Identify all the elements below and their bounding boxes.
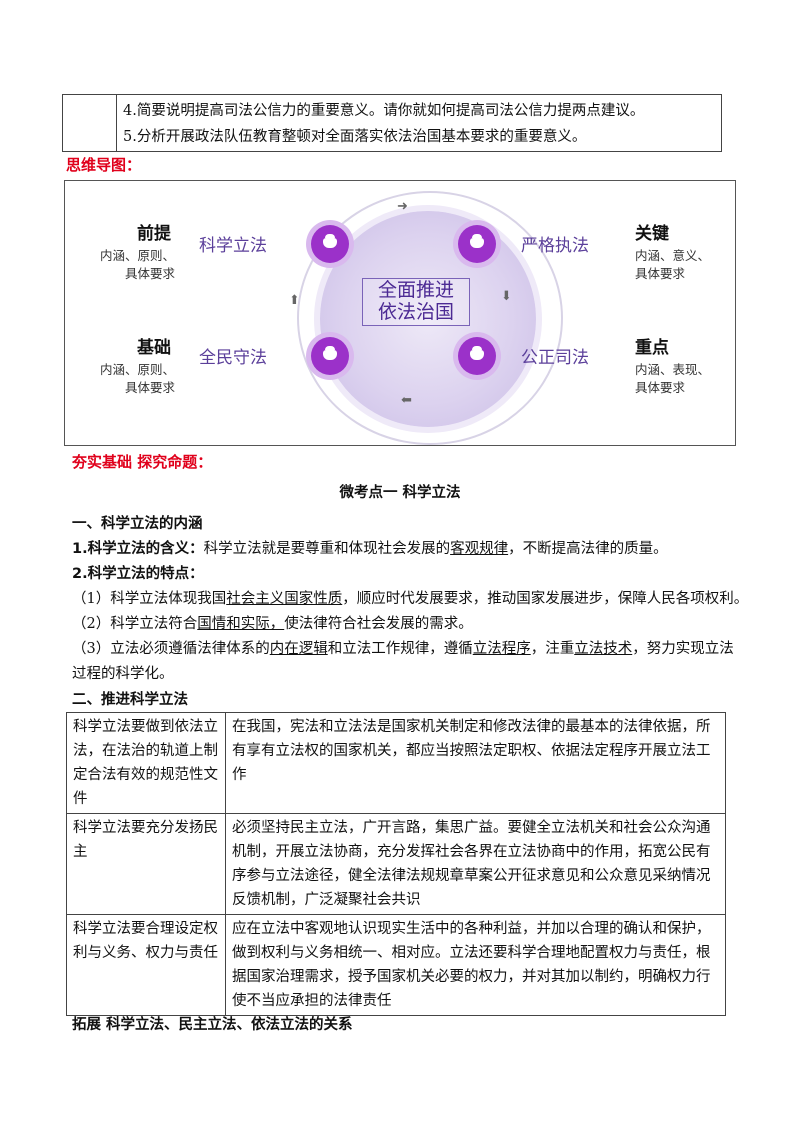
- task-item-4: 4.简要说明提高司法公信力的重要意义。请你就如何提高司法公信力提两点建议。: [123, 103, 645, 119]
- task-table-left-cell: [63, 95, 117, 151]
- arrow-down-icon: ⬇: [501, 289, 512, 304]
- arrow-right-icon: ➜: [397, 199, 408, 214]
- table-cell-left: 科学立法要合理设定权利与义务、权力与责任: [66, 914, 226, 1016]
- legislation-table: 科学立法要做到依法立法，在法治的轨道上制定合法有效的规范性文件 在我国，宪法和立…: [66, 712, 726, 1016]
- node-gongzheng-sifa-label: 公正司法: [521, 348, 589, 368]
- section-heading: 夯实基础 探究命题：: [72, 453, 213, 471]
- micro-title: 微考点一 科学立法: [339, 485, 461, 501]
- feature-2: （2）科学立法符合国情和实际，使法律符合社会发展的需求。: [72, 616, 473, 632]
- cycle-ring: [297, 191, 563, 445]
- features-label: 2.科学立法的特点：: [72, 566, 204, 582]
- table-row: 科学立法要做到依法立法，在法治的轨道上制定合法有效的规范性文件 在我国，宪法和立…: [66, 712, 726, 814]
- node-quanmin-shoufa-label: 全民守法: [199, 348, 267, 368]
- table-row: 科学立法要合理设定权利与义务、权力与责任 应在立法中客观地认识现实生活中的各种利…: [66, 914, 726, 1016]
- node-kexue-lifa-label: 科学立法: [199, 236, 267, 256]
- feature-1: （1）科学立法体现我国社会主义国家性质，顺应时代发展要求，推动国家发展进步，保障…: [72, 591, 749, 607]
- node-quanmin-shoufa-desc: 内涵、原则、 具体要求: [99, 362, 175, 395]
- center-circle: [320, 211, 536, 427]
- node-kexue-lifa-desc: 内涵、原则、 具体要求: [99, 248, 175, 281]
- node-yange-zhifa-title: 关键: [635, 224, 669, 244]
- node-yange-zhifa-label: 严格执法: [521, 236, 589, 256]
- center-label: 全面推进 依法治国: [362, 278, 470, 326]
- table-cell-left: 科学立法要做到依法立法，在法治的轨道上制定合法有效的规范性文件: [66, 712, 226, 814]
- task-table: 4.简要说明提高司法公信力的重要意义。请你就如何提高司法公信力提两点建议。 5.…: [62, 94, 722, 152]
- center-label-line2: 依法治国: [377, 301, 454, 323]
- extension-heading: 拓展 科学立法、民主立法、依法立法的关系: [72, 1017, 353, 1033]
- node-kexue-lifa-icon: [311, 225, 349, 263]
- table-cell-right: 在我国，宪法和立法法是国家机关制定和修改法律的最基本的法律依据，所有享有立法权的…: [225, 712, 726, 814]
- part1-heading: 一、科学立法的内涵: [72, 516, 203, 532]
- feature-3: （3）立法必须遵循法律体系的内在逻辑和立法工作规律，遵循立法程序，注重立法技术，…: [72, 641, 734, 657]
- part2-heading: 二、推进科学立法: [72, 692, 188, 708]
- arrow-up-icon: ⬆: [289, 293, 300, 308]
- node-kexue-lifa-title: 前提: [137, 224, 171, 244]
- node-quanmin-shoufa-icon: [311, 337, 349, 375]
- node-gongzheng-sifa-desc: 内涵、表现、 具体要求: [635, 362, 711, 395]
- node-gongzheng-sifa-icon: [458, 337, 496, 375]
- feature-3-cont: 过程的科学化。: [72, 666, 174, 682]
- arrow-left-icon: ⬅: [401, 393, 412, 408]
- table-cell-right: 应在立法中客观地认识现实生活中的各种利益，并加以合理的确认和保护，做到权利与义务…: [225, 914, 726, 1016]
- node-quanmin-shoufa-title: 基础: [137, 338, 171, 358]
- node-yange-zhifa-icon: [458, 225, 496, 263]
- table-cell-right: 必须坚持民主立法，广开言路，集思广益。要健全立法机关和社会公众沟通机制，开展立法…: [225, 813, 726, 915]
- center-label-line1: 全面推进: [377, 279, 454, 301]
- task-item-5: 5.分析开展政法队伍教育整顿对全面落实依法治国基本要求的重要意义。: [123, 129, 587, 145]
- table-cell-left: 科学立法要充分发扬民主: [66, 813, 226, 915]
- mindmap-heading: 思维导图：: [66, 156, 142, 174]
- definition-line: 1.科学立法的含义：科学立法就是要尊重和体现社会发展的客观规律，不断提高法律的质…: [72, 541, 668, 557]
- mindmap: 全面推进 依法治国 ➜ ⬇ ⬅ ⬆ 科学立法 前提 内涵、原则、 具体要求 严格…: [64, 180, 736, 446]
- table-row: 科学立法要充分发扬民主 必须坚持民主立法，广开言路，集思广益。要健全立法机关和社…: [66, 813, 726, 915]
- node-gongzheng-sifa-title: 重点: [635, 338, 669, 358]
- node-yange-zhifa-desc: 内涵、意义、 具体要求: [635, 248, 711, 281]
